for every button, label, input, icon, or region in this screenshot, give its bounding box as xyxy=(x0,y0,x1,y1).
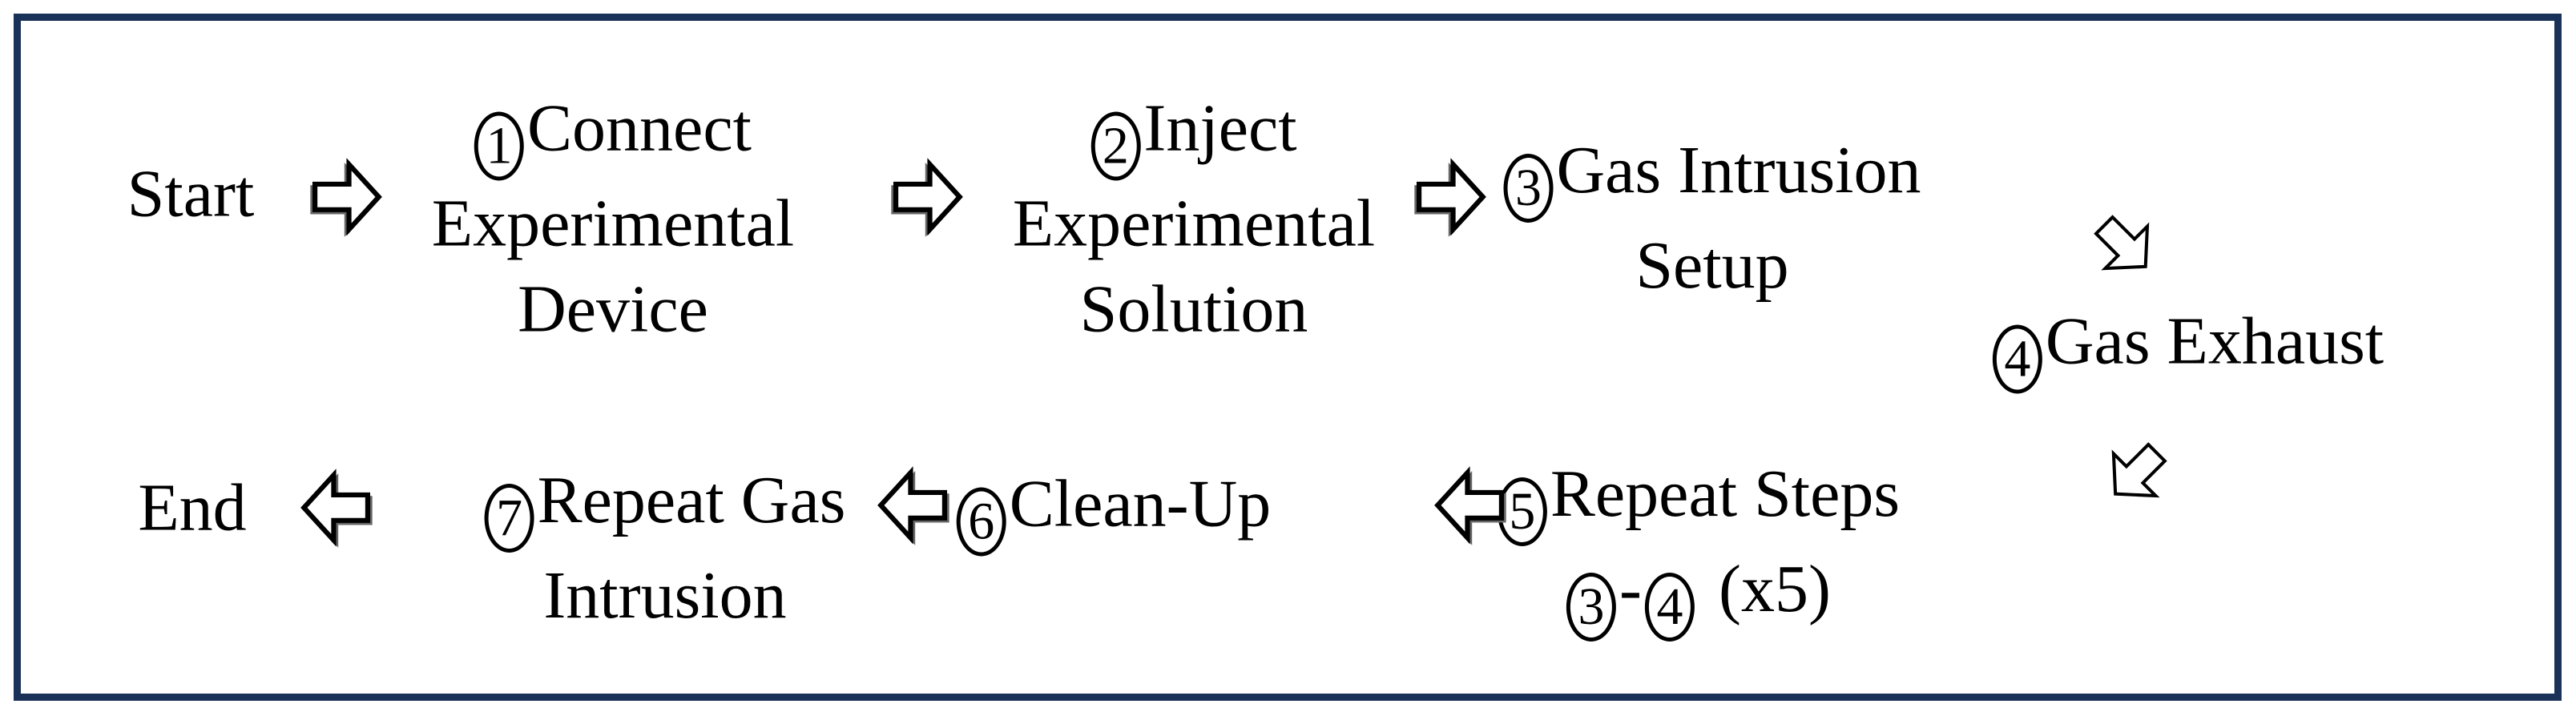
repeat-count-label: (x5) xyxy=(1719,552,1831,626)
start-label: Start xyxy=(127,156,255,231)
circled-number-3: 3 xyxy=(1566,573,1617,642)
circled-number-3: 3 xyxy=(1503,154,1554,223)
block-arrow-right-icon xyxy=(1414,158,1486,237)
figure-border xyxy=(14,14,2562,701)
block-arrow-down-right-icon xyxy=(2094,215,2150,271)
circled-number-4: 4 xyxy=(1992,324,2042,394)
end-label: End xyxy=(138,470,247,545)
block-arrow-down-left-icon xyxy=(2111,442,2167,498)
block-arrow-left-icon xyxy=(1434,466,1506,545)
block-arrow-left-icon xyxy=(300,469,373,548)
block-arrow-left-icon xyxy=(877,466,949,545)
circled-number-7: 7 xyxy=(484,484,534,553)
circled-number-2: 2 xyxy=(1090,111,1141,181)
circled-number-6: 6 xyxy=(956,487,1006,557)
block-arrow-right-icon xyxy=(891,158,963,237)
circled-number-1: 1 xyxy=(474,111,525,181)
block-arrow-right-icon xyxy=(310,158,382,237)
circled-number-4: 4 xyxy=(1645,573,1695,642)
